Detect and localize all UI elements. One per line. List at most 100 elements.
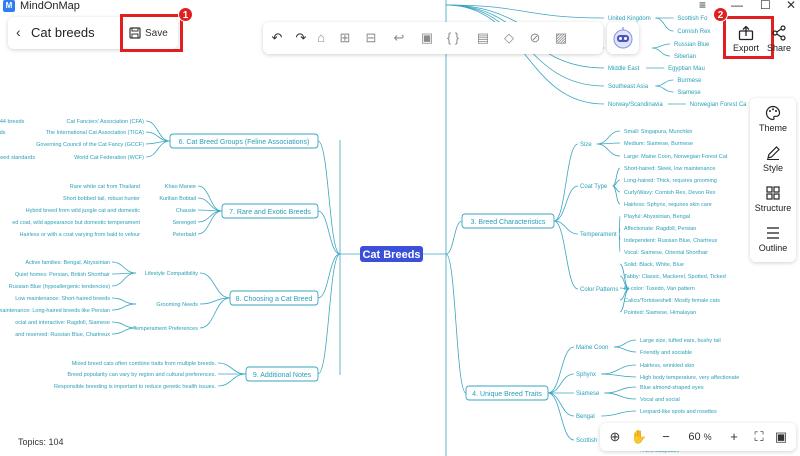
note-label[interactable]: Blue almond-shaped eyes [640,385,704,391]
subtopic-label[interactable]: Scottish [576,438,597,444]
note-label[interactable]: ds [0,130,6,136]
note-label[interactable]: and reserved: Russian Blue, Chartreux [15,332,110,338]
subtopic-label[interactable]: Peterbald [172,232,196,238]
branch-topic[interactable] [229,290,319,306]
subtopic-label[interactable]: Responsible breeding is important to red… [54,384,217,390]
outline-button[interactable]: Outline [750,222,796,262]
note-label[interactable]: Vocal and social [640,397,680,403]
note-label[interactable]: Russian Blue [674,42,710,48]
export-button[interactable]: Export [727,22,765,57]
subtopic-label[interactable]: Breed popularity can vary by region and … [67,372,216,378]
subtopic-label[interactable]: Khao Manee [165,184,196,190]
subtopic-label[interactable]: Serengeti [172,220,196,226]
structure-button[interactable]: Structure [750,182,796,222]
minimize-button[interactable]: — [731,0,743,12]
subtopic-label[interactable]: Kurilian Bobtail [159,196,196,202]
note-label[interactable]: Burmese [677,78,702,84]
link-icon[interactable]: ⊘ [529,30,541,45]
note-label[interactable]: Rare white cat from Thailand [70,184,140,190]
subtopic-label[interactable]: Norway/Scandinavia [608,102,663,108]
subtopic-label[interactable]: World Cat Federation (WCF) [74,155,144,161]
ai-assistant-button[interactable] [607,22,639,54]
branch-topic-label[interactable]: 6. Cat Breed Groups (Feline Associations… [179,139,310,146]
note-label[interactable]: Playful: Abyssinian, Bengal [624,214,690,220]
branch-topic-label[interactable]: 9. Additional Notes [253,372,312,379]
hand-icon[interactable]: ✋ [630,429,648,444]
note-label[interactable]: Bi-color: Tuxedo, Van pattern [624,286,695,292]
locate-icon[interactable]: ⊕ [609,429,621,444]
note-label[interactable]: Curly/Wavy: Cornish Rex, Devon Rex [624,190,716,196]
note-label[interactable]: Large size, tufted ears, bushy tail [640,338,721,344]
relation-icon[interactable]: ↩ [393,30,405,45]
subtopic-label[interactable]: The International Cat Association (TICA) [46,130,145,136]
subtopic-label[interactable]: Cat Fanciers' Association (CFA) [67,119,145,125]
style-button[interactable]: Style [750,142,796,182]
note-label[interactable]: Norwegian Forest Ca [690,102,747,108]
subtopic-label[interactable]: Middle East [608,66,640,72]
note-label[interactable]: Scottish Fo [677,16,708,22]
subtopic-label[interactable]: Grooming Needs [156,302,198,308]
branch-topic[interactable] [169,133,319,149]
branch-topic[interactable] [245,366,319,382]
branch-topic[interactable] [461,213,555,229]
central-topic[interactable] [360,246,423,262]
note-label[interactable]: Short-haired: Sleek, low maintenance [624,166,715,172]
note-label[interactable]: Tabby: Classic, Mackerel, Spotted, Ticke… [624,274,726,280]
branch-topic-label[interactable]: 7. Rare and Exotic Breeds [229,209,311,216]
close-button[interactable]: ✕ [786,0,797,12]
fullscreen-icon[interactable]: ▣ [774,429,788,444]
insert-subtopic-icon[interactable]: ⊟ [365,30,377,45]
subtopic-label[interactable]: Bengal [576,414,595,420]
note-label[interactable]: Low maintenance: Short-haired breeds [15,296,110,302]
note-label[interactable]: Hairless: Sphynx, requires skin care [624,202,712,208]
note-label[interactable]: Hairless or with a coat varying from bal… [20,232,141,238]
note-label[interactable]: Long-haired: Thick, requires grooming [624,178,717,184]
fit-screen-icon[interactable]: ⛶ [754,429,764,444]
subtopic-label[interactable]: Sphynx [576,372,596,378]
zoom-out-button[interactable]: − [662,429,670,444]
note-label[interactable]: ed coat, wild appearance but domestic te… [12,220,140,226]
insert-topic-icon[interactable]: ⊞ [339,30,351,45]
back-icon[interactable]: ‹ [16,24,21,40]
note-label[interactable]: High body temperature, very affectionate [640,375,739,381]
branch-topic-label[interactable]: 3. Breed Characteristics [471,219,546,226]
subtopic-label[interactable]: United Kingdom [608,16,651,22]
maximize-button[interactable]: ☐ [760,0,771,12]
boundary-icon[interactable]: { } [446,30,460,45]
note-icon[interactable]: ▤ [476,30,490,45]
subtopic-label[interactable]: Lifestyle Compatibility [145,271,198,277]
subtopic-label[interactable]: Coat Type [580,184,608,190]
subtopic-label[interactable]: Governing Council of the Cat Fancy (GCCF… [36,142,144,148]
subtopic-label[interactable]: Temperament [580,232,617,238]
branch-topic-label[interactable]: 8. Choosing a Cat Breed [236,296,313,303]
note-label[interactable]: Russian Blue (hypoallergenic tendencies) [9,284,110,290]
image-icon[interactable]: ▨ [554,30,568,45]
note-label[interactable]: Independent: Russian Blue, Chartreux [624,238,718,244]
format-painter-icon[interactable]: ⌂ [317,30,325,45]
tag-icon[interactable]: ◇ [504,30,514,45]
subtopic-label[interactable]: Maine Coon [576,345,608,351]
share-button[interactable]: Share [764,22,794,57]
note-label[interactable]: Leopard-like spots and rosettes [640,409,717,415]
note-label[interactable]: Quiet homes: Persian, British Shorthair [15,272,110,278]
note-label[interactable]: Solid: Black, White, Blue [624,262,684,268]
note-label[interactable]: eed standards [0,155,35,161]
note-label[interactable]: Calico/Tortoiseshell: Mostly female cats [624,298,720,304]
note-label[interactable]: ...and adaptable [640,448,679,454]
summary-icon[interactable]: ▣ [420,30,434,45]
redo-icon[interactable]: ↷ [295,30,307,45]
note-label[interactable]: maintenance: Long-haired breeds like Per… [0,308,110,314]
branch-topic[interactable] [221,203,319,219]
file-name[interactable]: Cat breeds [31,25,95,40]
note-label[interactable]: Affectionate: Ragdoll, Persian [624,226,696,232]
note-label[interactable]: Small: Singapura, Munchkin [624,129,692,135]
note-label[interactable]: Large: Maine Coon, Norwegian Forest Cat [624,154,728,160]
branch-topic-label[interactable]: 4. Unique Breed Traits [472,391,542,398]
note-label[interactable]: Siamese [677,90,701,96]
subtopic-label[interactable]: Color Patterns [580,287,618,293]
note-label[interactable]: Egyptian Mau [668,66,705,72]
theme-button[interactable]: Theme [750,102,796,142]
note-label[interactable]: Short bobbed tail, robust hunter [63,196,140,202]
note-label[interactable]: Friendly and sociable [640,350,692,356]
